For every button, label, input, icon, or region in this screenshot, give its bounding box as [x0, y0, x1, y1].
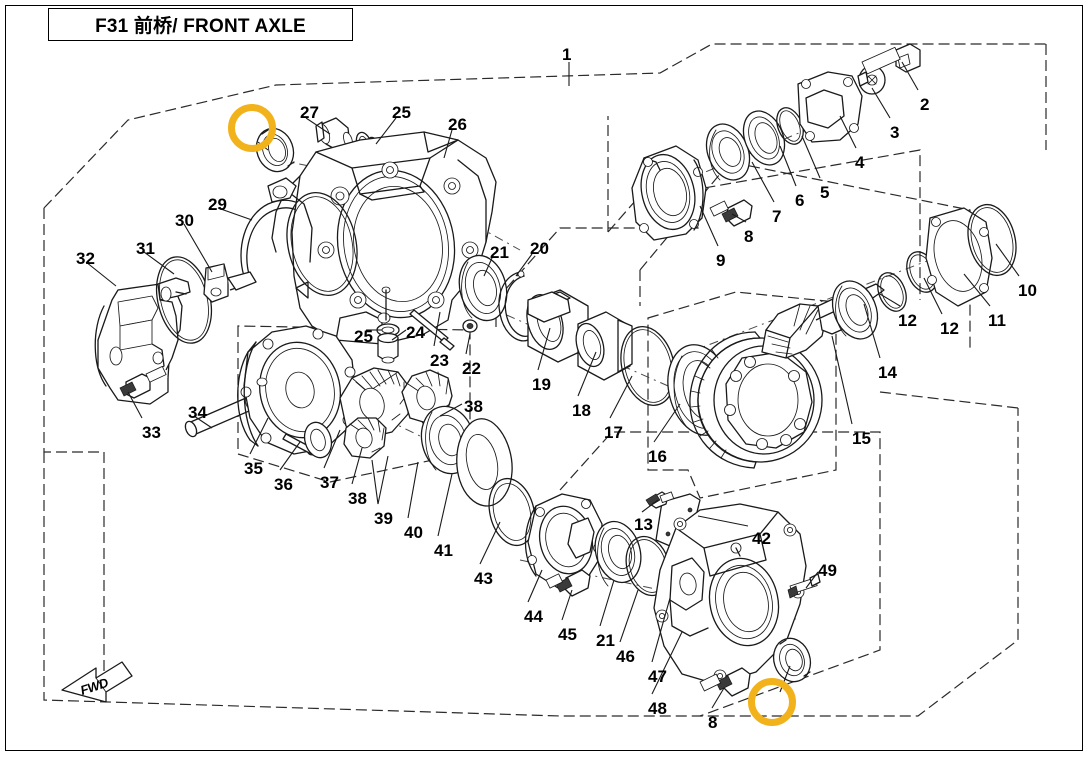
callout-number-48[interactable]: 48 [648, 699, 667, 718]
fwd-arrow-icon [61, 661, 133, 703]
callout-number-30[interactable]: 30 [175, 211, 194, 230]
diagram-title-box: F31 前桥/ FRONT AXLE [48, 8, 353, 41]
part-7-bearing-hub [705, 123, 751, 181]
group-boundary-ringgear [647, 291, 837, 499]
callout-number-25[interactable]: 25 [392, 103, 411, 122]
callout-number-15[interactable]: 15 [852, 429, 871, 448]
part-13-screw [645, 491, 675, 509]
callout-number-35[interactable]: 35 [244, 459, 263, 478]
callout-number-13[interactable]: 13 [634, 515, 653, 534]
callout-number-16[interactable]: 16 [648, 447, 667, 466]
callout-number-27[interactable]: 27 [300, 103, 319, 122]
part-27-breather [315, 117, 353, 153]
leader-lines [85, 61, 1020, 709]
group-boundary-hub-right-top [607, 116, 921, 300]
callout-number-31[interactable]: 31 [136, 239, 155, 258]
callout-number-11[interactable]: 11 [988, 311, 1006, 330]
part-10-o-ring [967, 203, 1017, 277]
callout-number-43[interactable]: 43 [474, 569, 493, 588]
group-boundary-lower-right [559, 431, 881, 717]
callout-number-37[interactable]: 37 [320, 473, 339, 492]
part-15-ring-gear [689, 331, 823, 469]
callout-number-47[interactable]: 47 [648, 667, 667, 686]
part-21-bearing-upper [458, 254, 508, 322]
part-47-48-axle-cover [653, 503, 807, 685]
part-28-oil-seal-bottom [772, 637, 812, 683]
part-44-hub-flange [524, 493, 603, 589]
callout-number-10[interactable]: 10 [1018, 281, 1037, 300]
part-26-axle-housing [267, 131, 497, 345]
part-45-bolt [545, 569, 591, 597]
callout-number-33[interactable]: 33 [142, 423, 161, 442]
part-39-pinion-gears [343, 417, 387, 459]
highlight-ring-28[interactable] [748, 678, 796, 726]
callout-number-44[interactable]: 44 [524, 607, 543, 626]
part-35-differential-case [237, 325, 357, 456]
part-8-bolt-lower [699, 667, 751, 697]
part-33-bolt [119, 365, 167, 399]
callout-number-17[interactable]: 17 [604, 423, 623, 442]
callout-number-38[interactable]: 38 [464, 397, 483, 416]
part-8-bolt-upper [709, 199, 753, 227]
callout-number-4[interactable]: 4 [855, 153, 865, 172]
callout-number-21[interactable]: 21 [596, 631, 615, 650]
callout-number-36[interactable]: 36 [274, 475, 293, 494]
callout-number-12[interactable]: 12 [940, 319, 959, 338]
callout-number-23[interactable]: 23 [430, 351, 449, 370]
part-38-thrust-washer-a [303, 421, 333, 459]
callout-number-12[interactable]: 12 [898, 311, 917, 330]
group-boundary-lower [43, 391, 1019, 717]
callout-number-42[interactable]: 42 [752, 529, 771, 548]
callout-number-29[interactable]: 29 [208, 195, 227, 214]
callout-number-7[interactable]: 7 [772, 207, 782, 226]
callout-number-18[interactable]: 18 [572, 401, 591, 420]
part-43-shim-ring [488, 477, 536, 547]
part-11-cover-plate [925, 207, 993, 307]
callout-number-32[interactable]: 32 [76, 249, 95, 268]
callout-number-45[interactable]: 45 [558, 625, 577, 644]
callout-number-21[interactable]: 21 [490, 243, 509, 262]
part-2-bolt [857, 43, 921, 87]
ring-gear-teeth [689, 331, 761, 469]
callout-number-24[interactable]: 24 [406, 323, 425, 342]
callout-number-38[interactable]: 38 [348, 489, 367, 508]
callout-number-26[interactable]: 26 [448, 115, 467, 134]
part-19-spline-coupler [526, 289, 589, 363]
group-boundary-main [43, 43, 1047, 453]
callout-number-40[interactable]: 40 [404, 523, 423, 542]
page-title: F31 前桥/ FRONT AXLE [95, 16, 306, 37]
part-12-shim-a [877, 272, 907, 312]
callout-number-3[interactable]: 3 [890, 123, 900, 142]
callout-number-9[interactable]: 9 [716, 251, 726, 270]
callout-number-34[interactable]: 34 [188, 403, 207, 422]
part-43-mesh-ring [456, 418, 513, 507]
callout-number-1[interactable]: 1 [562, 45, 572, 64]
part-4-flange-yoke [797, 71, 863, 143]
callout-number-14[interactable]: 14 [878, 363, 897, 382]
part-6-seal [742, 110, 786, 166]
part-14-pinion-bearing [831, 280, 879, 340]
callout-number-49[interactable]: 49 [818, 561, 837, 580]
callout-number-6[interactable]: 6 [795, 191, 805, 210]
callout-number-25[interactable]: 25 [354, 327, 373, 346]
callout-number-8[interactable]: 8 [744, 227, 754, 246]
callout-number-41[interactable]: 41 [434, 541, 453, 560]
callout-number-46[interactable]: 46 [616, 647, 635, 666]
callout-number-5[interactable]: 5 [820, 183, 830, 202]
part-9-hub-carrier [631, 145, 707, 241]
callout-number-2[interactable]: 2 [920, 95, 930, 114]
callout-number-19[interactable]: 19 [532, 375, 551, 394]
part-32-housing-cover [94, 277, 191, 405]
callout-number-8[interactable]: 8 [708, 713, 718, 732]
highlight-ring-28[interactable] [228, 104, 276, 152]
part-22-bush [462, 319, 478, 333]
callout-number-39[interactable]: 39 [374, 509, 393, 528]
callout-number-20[interactable]: 20 [530, 239, 549, 258]
callout-number-22[interactable]: 22 [462, 359, 481, 378]
